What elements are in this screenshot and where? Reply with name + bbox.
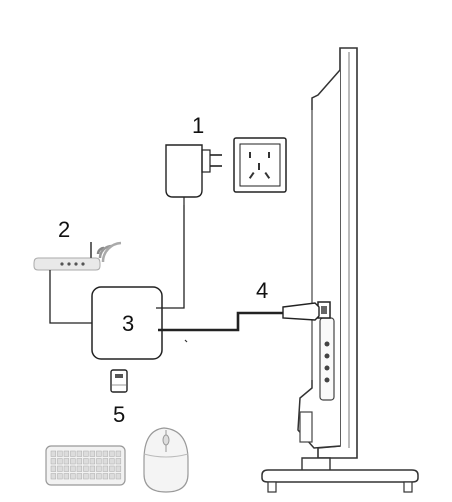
keyboard-key — [83, 450, 89, 457]
keyboard-key — [109, 458, 115, 465]
keyboard-key — [102, 458, 109, 465]
keyboard-key — [96, 450, 102, 457]
keyboard-key — [115, 450, 122, 457]
keyboard-key — [115, 473, 122, 480]
keyboard-key — [76, 465, 83, 472]
keyboard-key — [89, 473, 96, 480]
keyboard-key — [109, 473, 115, 480]
keyboard-key — [109, 450, 115, 457]
hdmi-plug-icon — [282, 302, 320, 321]
keyboard-key — [102, 473, 109, 480]
keyboard-key — [115, 458, 122, 465]
router-icon — [33, 242, 101, 271]
keyboard-key — [89, 465, 96, 472]
keyboard-key — [57, 450, 63, 457]
hdmi-cable — [158, 311, 283, 332]
keyboard-key — [57, 473, 63, 480]
keyboard-key — [70, 458, 76, 465]
wifi-signal-icon — [96, 241, 122, 263]
tv-box-icon — [91, 286, 163, 360]
label-usb-dongle: 5 — [113, 402, 125, 427]
tv-side-icon — [261, 47, 419, 493]
label-hdmi-cable: 4 — [256, 278, 268, 303]
keyboard-key — [96, 465, 102, 472]
keyboard-key — [96, 473, 102, 480]
keyboard-key — [115, 465, 122, 472]
keyboard-key — [50, 458, 57, 465]
keyboard-key — [109, 465, 115, 472]
keyboard-key — [57, 465, 63, 472]
keyboard-key — [50, 450, 57, 457]
wall-socket-icon — [233, 137, 287, 193]
keyboard-key — [70, 465, 76, 472]
keyboard-key — [70, 450, 76, 457]
keyboard-key — [63, 450, 70, 457]
keyboard-key — [76, 458, 83, 465]
keyboard-key — [83, 465, 89, 472]
keyboard-key — [83, 473, 89, 480]
keyboard-key — [102, 465, 109, 472]
keyboard-key — [89, 458, 96, 465]
keyboard-key — [89, 450, 96, 457]
usb-dongle-icon — [110, 369, 128, 393]
power-adapter-icon — [165, 144, 222, 205]
power-cable — [156, 205, 185, 309]
keyboard-key — [63, 473, 70, 480]
label-router: 2 — [58, 217, 70, 242]
keyboard-key — [76, 450, 83, 457]
keyboard-key — [50, 473, 57, 480]
keyboard-key — [76, 473, 83, 480]
stray-mark — [184, 339, 188, 343]
keyboard-key — [50, 465, 57, 472]
keyboard-key — [96, 458, 102, 465]
keyboard-key — [70, 473, 76, 480]
label-power-adapter: 1 — [192, 113, 204, 138]
keyboard-key — [57, 458, 63, 465]
router-cable — [49, 270, 92, 324]
label-tv-box: 3 — [122, 311, 134, 336]
keyboard-icon — [45, 445, 126, 486]
keyboard-key — [63, 465, 70, 472]
keyboard-key — [102, 450, 109, 457]
keyboard-key — [83, 458, 89, 465]
keyboard-key — [63, 458, 70, 465]
mouse-icon — [143, 427, 189, 493]
